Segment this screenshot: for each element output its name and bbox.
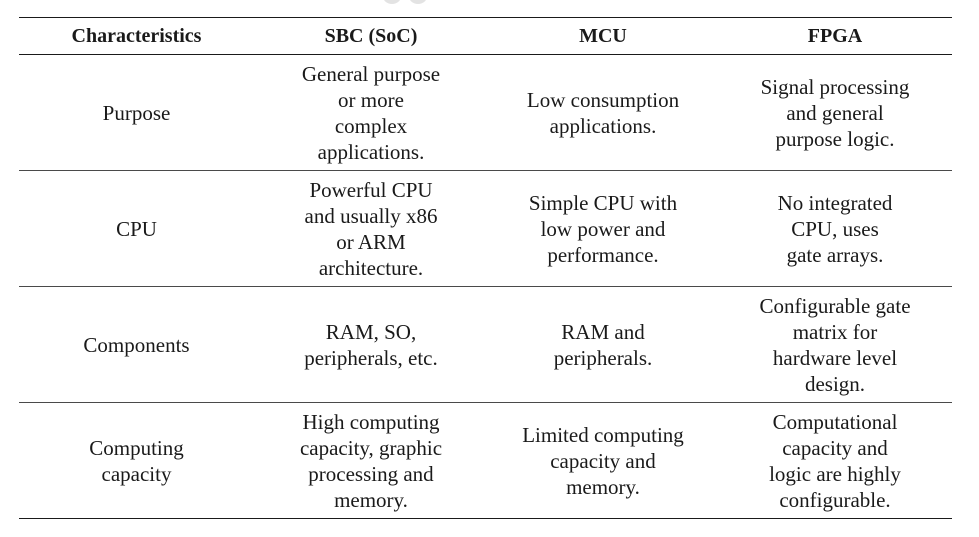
- cell-text: Computational capacity and logic are hig…: [769, 409, 901, 512]
- header-fpga: FPGA: [807, 24, 863, 47]
- cell-text: Powerful CPU and usually x86 or ARM arch…: [304, 177, 438, 280]
- mcu-cell: Low consumption applications.: [488, 55, 718, 171]
- header-characteristics: Characteristics: [71, 24, 202, 47]
- sbc-cell: RAM, SO, peripherals, etc.: [254, 287, 488, 403]
- table-body: Purpose General purpose or more complex …: [19, 55, 952, 519]
- cell-text: RAM and peripherals.: [553, 319, 653, 370]
- cell-text: Low consumption applications.: [526, 87, 680, 138]
- mcu-cell: RAM and peripherals.: [488, 287, 718, 403]
- cell-text: Components: [83, 332, 190, 357]
- cell-text: No integrated CPU, uses gate arrays.: [777, 190, 893, 267]
- header-mcu: MCU: [579, 24, 627, 47]
- fpga-cell: Signal processing and general purpose lo…: [718, 55, 952, 171]
- row-label: CPU: [19, 171, 254, 287]
- cell-text: Configurable gate matrix for hardware le…: [759, 293, 911, 396]
- comparison-table: Characteristics SBC (SoC) MCU FPGA Purpo…: [19, 17, 952, 519]
- row-label: Computing capacity: [19, 403, 254, 519]
- cell-text: CPU: [116, 216, 157, 241]
- row-label: Purpose: [19, 55, 254, 171]
- table-row: CPU Powerful CPU and usually x86 or ARM …: [19, 171, 952, 287]
- cell-text: Limited computing capacity and memory.: [522, 422, 684, 499]
- sbc-cell: High computing capacity, graphic process…: [254, 403, 488, 519]
- fpga-cell: Computational capacity and logic are hig…: [718, 403, 952, 519]
- cell-text: High computing capacity, graphic process…: [299, 409, 443, 512]
- mcu-cell: Limited computing capacity and memory.: [488, 403, 718, 519]
- sbc-cell: General purpose or more complex applicat…: [254, 55, 488, 171]
- fpga-cell: Configurable gate matrix for hardware le…: [718, 287, 952, 403]
- header-sbc: SBC (SoC): [324, 24, 418, 47]
- mcu-cell: Simple CPU with low power and performanc…: [488, 171, 718, 287]
- table-header: Characteristics SBC (SoC) MCU FPGA: [19, 17, 952, 55]
- table-row: Components RAM, SO, peripherals, etc. RA…: [19, 287, 952, 403]
- cell-text: Signal processing and general purpose lo…: [760, 74, 910, 151]
- cell-text: RAM, SO, peripherals, etc.: [304, 319, 438, 370]
- cell-text: Purpose: [102, 100, 171, 125]
- row-label: Components: [19, 287, 254, 403]
- cell-text: Computing capacity: [89, 435, 184, 486]
- table-row: Purpose General purpose or more complex …: [19, 55, 952, 171]
- cell-text: General purpose or more complex applicat…: [301, 61, 441, 164]
- cell-text: Simple CPU with low power and performanc…: [528, 190, 678, 267]
- sbc-cell: Powerful CPU and usually x86 or ARM arch…: [254, 171, 488, 287]
- fpga-cell: No integrated CPU, uses gate arrays.: [718, 171, 952, 287]
- cropped-figure-fragment: [384, 0, 426, 4]
- table-row: Computing capacity High computing capaci…: [19, 403, 952, 519]
- header-row: Characteristics SBC (SoC) MCU FPGA: [19, 17, 952, 55]
